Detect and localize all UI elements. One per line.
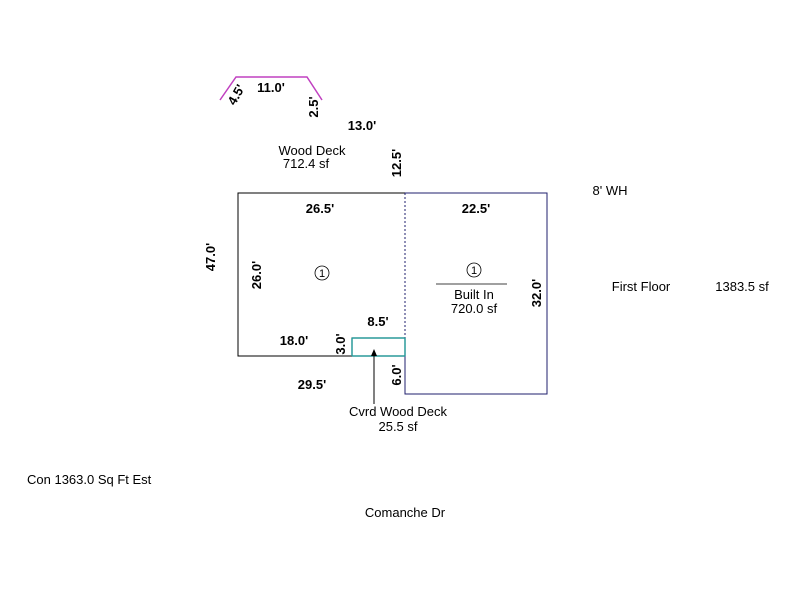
main-room-dim-step: 3.0' <box>333 333 348 354</box>
main-room-dim-top: 26.5' <box>306 201 334 216</box>
covered-deck-dim-width: 8.5' <box>367 314 388 329</box>
main-room-dim-bottom-segment: 18.0' <box>280 333 308 348</box>
built-in-marker: 1 <box>471 265 477 277</box>
water-heater-label: 8' WH <box>593 183 628 198</box>
wood-deck-label: Wood Deck <box>279 143 346 158</box>
built-in-dim-left: 6.0' <box>389 364 404 385</box>
wood-deck-dim-height: 12.5' <box>389 149 404 177</box>
built-in-dim-top: 22.5' <box>462 201 490 216</box>
deck-top-dim-right: 2.5' <box>306 96 321 117</box>
built-in-outline <box>404 192 548 395</box>
wood-deck-area: 712.4 sf <box>283 156 330 171</box>
built-in-marker-circle <box>466 262 482 278</box>
covered-deck-pointer-arrow <box>371 349 377 356</box>
main-room-marker: 1 <box>319 268 325 280</box>
first-floor-area: 1383.5 sf <box>715 279 769 294</box>
built-in-label: Built In <box>454 287 494 302</box>
main-room-dim-inner: 26.0' <box>249 261 264 289</box>
built-in-dim-right: 32.0' <box>529 279 544 307</box>
main-room-dim-bottom: 29.5' <box>298 377 326 392</box>
first-floor-label: First Floor <box>612 279 671 294</box>
main-room-marker-circle <box>314 265 330 281</box>
wood-deck-dim-width: 13.0' <box>348 118 376 133</box>
covered-deck-area: 25.5 sf <box>378 419 417 434</box>
covered-deck-label: Cvrd Wood Deck <box>349 404 448 419</box>
main-room-dim-left: 47.0' <box>203 243 218 271</box>
deck-top-dim-top: 11.0' <box>257 80 285 95</box>
deck-top-dim-left: 4.5' <box>224 82 248 108</box>
built-in-area: 720.0 sf <box>451 301 498 316</box>
concrete-estimate: Con 1363.0 Sq Ft Est <box>27 472 152 487</box>
street-name: Comanche Dr <box>365 505 446 520</box>
wood-deck-top-outline <box>219 76 323 101</box>
